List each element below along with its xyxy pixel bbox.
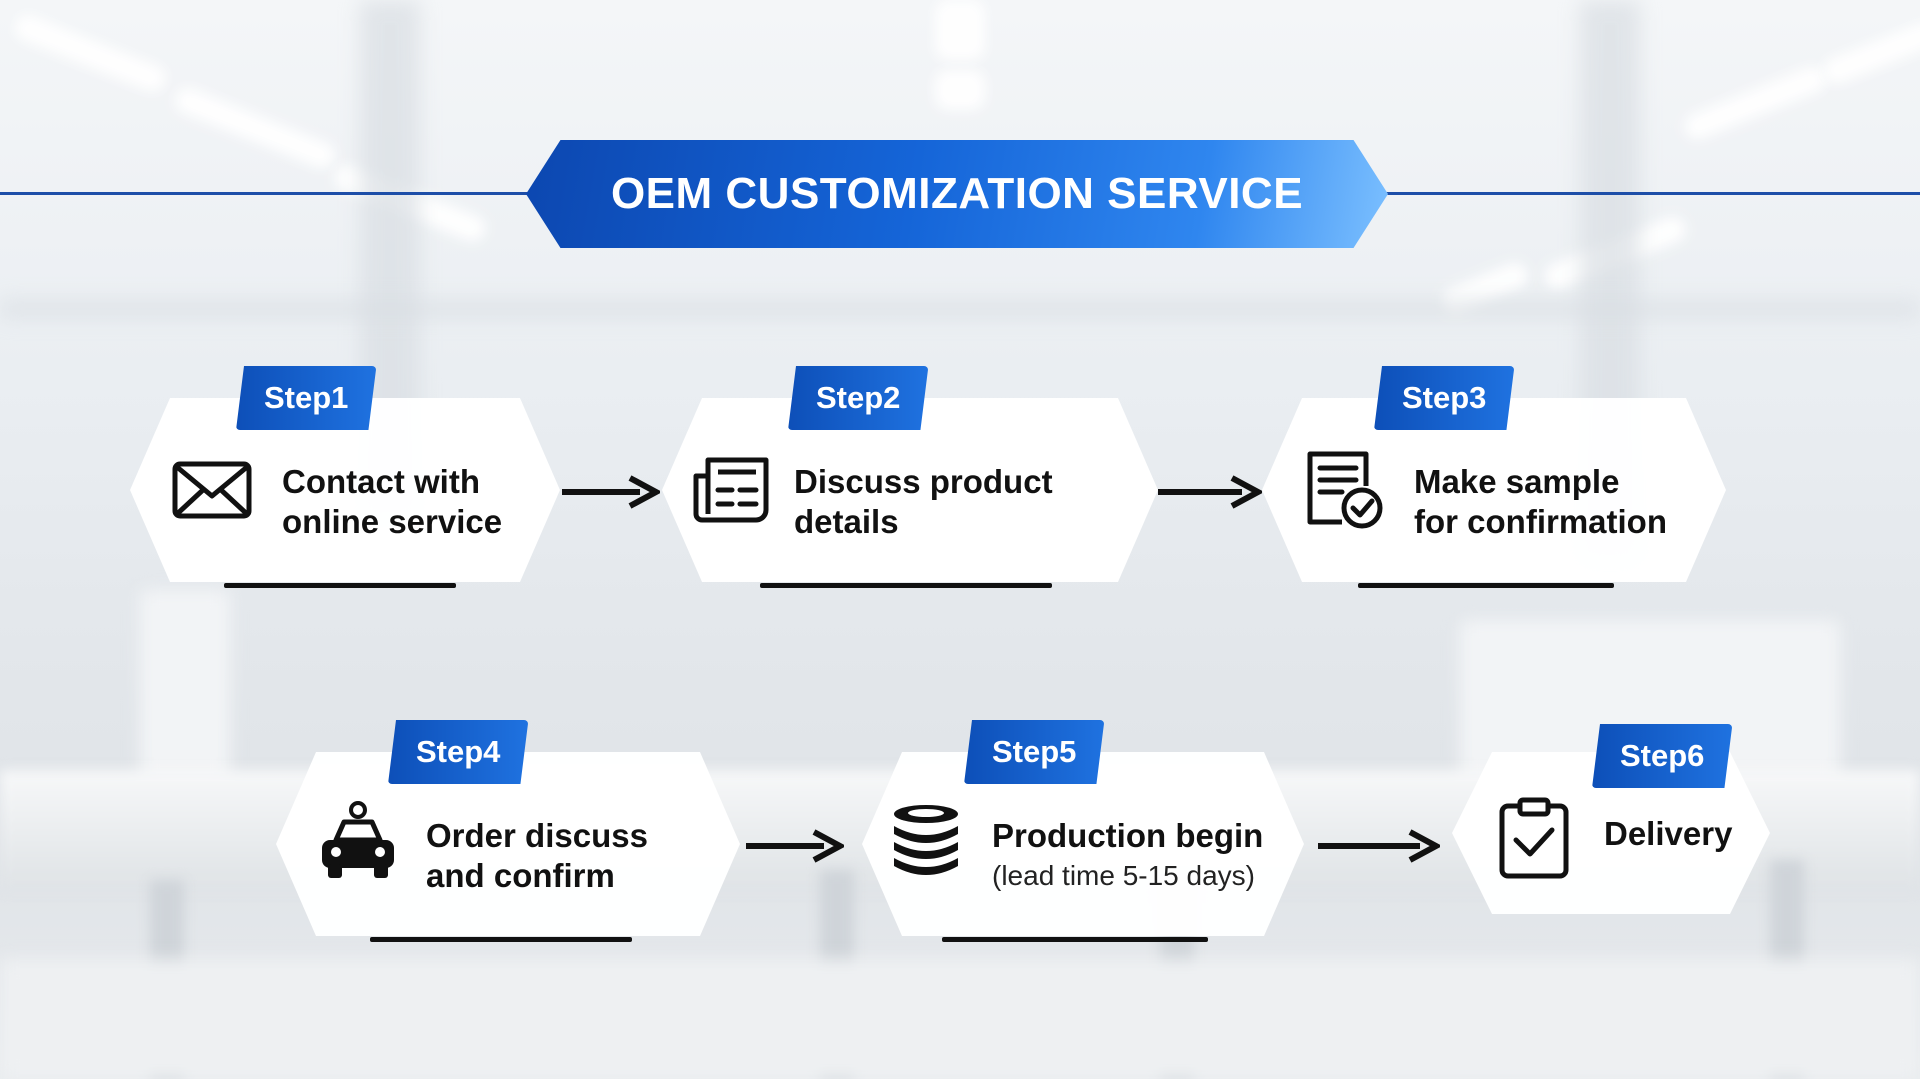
step-badge: Step5 xyxy=(964,720,1104,784)
step-label-line2: for confirmation xyxy=(1414,503,1667,540)
step-label-line2: and confirm xyxy=(426,857,615,894)
step-badge: Step6 xyxy=(1592,724,1732,788)
step-label-line2: (lead time 5-15 days) xyxy=(992,860,1256,891)
step-label-line1: Discuss product xyxy=(794,463,1053,500)
taxi-person-icon xyxy=(316,800,400,884)
step-label: Discuss product details xyxy=(794,462,1053,542)
step-badge: Step4 xyxy=(388,720,528,784)
step-label-line2: details xyxy=(794,503,899,540)
step-label-line1: Delivery xyxy=(1604,815,1733,852)
step-label: Delivery xyxy=(1604,814,1732,854)
page-title: OEM CUSTOMIZATION SERVICE xyxy=(610,169,1304,218)
envelope-icon xyxy=(170,448,254,532)
arrow-step4-to-step5 xyxy=(744,826,847,866)
header-rule-right xyxy=(1380,192,1920,195)
step-label-line2: online service xyxy=(282,503,503,540)
step-card-6: Step6 Delivery xyxy=(1452,752,1770,914)
step-card-2: Step2 Discuss product details xyxy=(662,398,1158,588)
step-label: Production begin (lead time 5-15 days) xyxy=(992,816,1263,896)
step-card-3: Step3 Make sample for confirmation xyxy=(1262,398,1726,588)
card-underline xyxy=(224,583,456,588)
step-card-1: Step1 Contact with online service xyxy=(130,398,560,588)
coin-stack-icon xyxy=(884,800,968,884)
step-label-line1: Make sample xyxy=(1414,463,1620,500)
step-label-line1: Contact with xyxy=(282,463,480,500)
step-badge: Step1 xyxy=(236,366,376,430)
step-card-4: Step4 Order discuss and confirm xyxy=(276,752,740,942)
card-underline xyxy=(1358,583,1614,588)
header-rule-left xyxy=(0,192,540,195)
step-label: Order discuss and confirm xyxy=(426,816,648,896)
arrow-step2-to-step3 xyxy=(1156,472,1265,512)
document-check-icon xyxy=(1302,448,1386,532)
arrow-step5-to-step6 xyxy=(1316,826,1443,866)
step-badge: Step3 xyxy=(1374,366,1514,430)
step-label-line1: Production begin xyxy=(992,817,1264,854)
arrow-step1-to-step2 xyxy=(560,472,663,512)
step-label-line1: Order discuss xyxy=(426,817,648,854)
step-label: Contact with online service xyxy=(282,462,502,542)
document-list-icon xyxy=(692,448,776,532)
title-banner: OEM CUSTOMIZATION SERVICE xyxy=(526,140,1388,248)
step-card-5: Step5 Production begin (lead time 5-15 d… xyxy=(862,752,1304,942)
card-underline xyxy=(370,937,632,942)
clipboard-check-icon xyxy=(1492,796,1576,880)
step-badge: Step2 xyxy=(788,366,928,430)
card-underline xyxy=(942,937,1208,942)
card-underline xyxy=(760,583,1052,588)
step-label: Make sample for confirmation xyxy=(1414,462,1667,542)
